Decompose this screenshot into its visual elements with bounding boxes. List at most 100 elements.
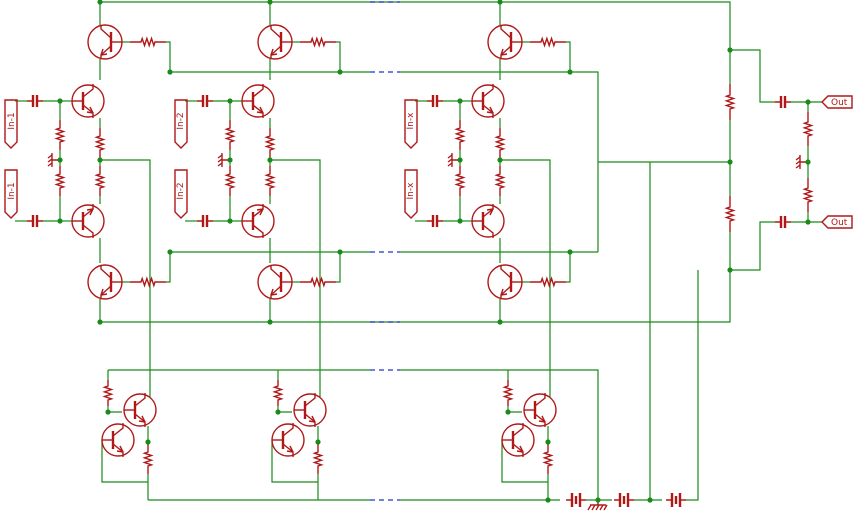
output-label-top: Out	[831, 98, 848, 108]
junction-dot	[167, 249, 173, 255]
input-pnp-transistor	[71, 204, 105, 238]
resistor-icon	[130, 276, 166, 288]
input-connector	[4, 169, 18, 219]
resistor-icon	[94, 166, 106, 196]
junction-dot	[105, 409, 111, 415]
resistor-icon	[724, 84, 736, 120]
input-label-2-bottom: In-2	[176, 182, 186, 199]
input-label-1-top: In-1	[7, 112, 17, 129]
junction-dot	[145, 439, 151, 445]
junction-dot	[497, 319, 503, 325]
input-pnp-transistor	[241, 204, 275, 238]
top-bias-transistor	[487, 24, 523, 60]
wire	[500, 159, 551, 398]
junction-dot	[727, 267, 733, 273]
wire	[566, 41, 571, 72]
capacitor-icon	[197, 95, 213, 107]
resistor-icon	[312, 444, 324, 474]
junction-dot	[97, 0, 103, 5]
wire	[100, 159, 151, 398]
junction-dot	[267, 319, 273, 325]
svg-text:In-x: In-x	[406, 182, 416, 200]
resistor-icon	[530, 276, 566, 288]
input-connector	[174, 169, 188, 219]
battery-icon	[614, 493, 634, 507]
junction-dot	[805, 219, 811, 225]
bottom-bias-transistor	[257, 264, 293, 300]
junction-dot	[805, 159, 811, 165]
resistor-icon	[224, 166, 236, 196]
input-label-x-top: In-x	[406, 112, 416, 130]
resistor-icon	[142, 444, 154, 474]
resistor-icon	[494, 166, 506, 196]
resistor-icon	[130, 36, 166, 48]
resistor-icon	[724, 196, 736, 232]
wire	[100, 270, 731, 323]
junction-dot	[457, 98, 463, 104]
junction-dot	[457, 218, 463, 224]
wire	[270, 159, 321, 398]
wire	[101, 440, 148, 483]
junction-dot	[727, 159, 733, 165]
junction-dot	[57, 98, 63, 104]
input-npn-transistor	[241, 84, 275, 118]
wire	[166, 41, 171, 72]
mirror-npn-transistor	[293, 393, 327, 427]
resistor-icon	[102, 380, 114, 406]
svg-text:In-x: In-x	[406, 112, 416, 130]
capacitor-icon	[427, 215, 443, 227]
capacitor-icon	[27, 95, 43, 107]
wire	[730, 49, 775, 103]
resistor-icon	[502, 380, 514, 406]
wire	[100, 1, 731, 50]
svg-text:In-1: In-1	[7, 112, 17, 129]
resistor-icon	[802, 112, 814, 146]
resistor-icon	[802, 178, 814, 212]
input-npn-transistor	[471, 84, 505, 118]
capacitor-icon	[775, 96, 791, 108]
junction-dot	[167, 69, 173, 75]
mirror-npn-transistor	[101, 423, 135, 457]
resistor-icon	[542, 444, 554, 474]
wire	[336, 41, 341, 72]
ground-icon	[795, 155, 808, 169]
wire	[336, 252, 341, 283]
resistor-icon	[454, 120, 466, 150]
input-label-2-top: In-2	[176, 112, 186, 129]
junction-dot	[545, 439, 551, 445]
input-pnp-transistor	[471, 204, 505, 238]
ground-icon	[217, 153, 230, 167]
input-connector	[174, 99, 188, 149]
svg-text:In-2: In-2	[176, 182, 186, 199]
wire	[271, 440, 318, 483]
input-connector	[404, 99, 418, 149]
resistor-icon	[224, 120, 236, 150]
junction-dot	[97, 319, 103, 325]
wire	[400, 71, 599, 252]
input-label-x-bottom: In-x	[406, 182, 416, 200]
junction-dot	[57, 157, 63, 163]
capacitor-icon	[427, 95, 443, 107]
capacitor-icon	[775, 216, 791, 228]
wire	[686, 270, 699, 501]
top-bias-transistor	[87, 24, 123, 60]
junction-dot	[595, 497, 601, 503]
wire	[501, 440, 548, 483]
wire-layer	[15, 1, 822, 501]
junction-dot	[267, 0, 273, 5]
wire	[566, 252, 571, 283]
resistor-icon	[54, 120, 66, 150]
resistor-icon	[300, 36, 336, 48]
bottom-bias-transistor	[487, 264, 523, 300]
ground-icon	[447, 153, 460, 167]
wire	[400, 369, 599, 500]
junction-dot	[97, 157, 103, 163]
input-label-1-bottom: In-1	[7, 182, 17, 199]
junction-dot	[275, 409, 281, 415]
ground-icon	[47, 153, 60, 167]
bottom-bias-transistor	[87, 264, 123, 300]
mirror-npn-transistor	[523, 393, 557, 427]
junction-dot	[227, 218, 233, 224]
junction-dot	[545, 497, 551, 503]
